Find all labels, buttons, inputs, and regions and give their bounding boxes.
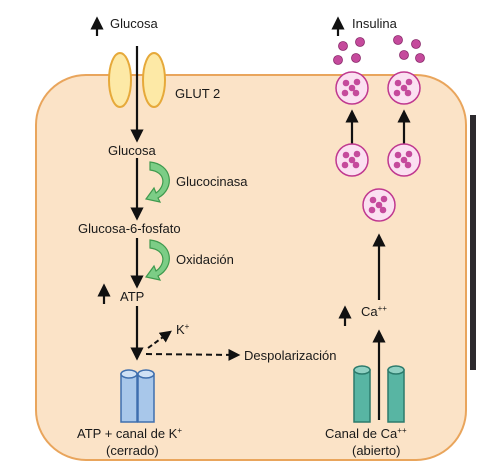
granule-icon	[387, 143, 421, 177]
ca-channel	[353, 365, 405, 423]
glut2-transporter	[108, 52, 166, 108]
depolarization-arrow	[145, 348, 241, 361]
granule-icon	[362, 188, 396, 222]
granule-icon	[387, 71, 421, 105]
granule-icon	[335, 71, 369, 105]
k-ion-label: K+	[176, 322, 190, 337]
g6p-label: Glucosa-6-fosfato	[78, 221, 181, 236]
glut2-label: GLUT 2	[175, 86, 220, 101]
glucose-outside-label: Glucosa	[110, 16, 158, 31]
curved-arrow-icon	[144, 161, 170, 203]
glucokinase-label: Glucocinasa	[176, 174, 248, 189]
katp-channel	[120, 369, 155, 423]
ca-channel-caption: Canal de Ca++	[325, 426, 407, 441]
katp-channel-caption: ATP + canal de K+	[77, 426, 182, 441]
atp-label: ATP	[120, 289, 144, 304]
ca-ion-label: Ca++	[361, 304, 387, 319]
granule-icon	[335, 143, 369, 177]
k-efflux-arrow	[147, 330, 172, 349]
oxidation-label: Oxidación	[176, 252, 234, 267]
released-insulin	[333, 35, 425, 65]
depolarization-label: Despolarización	[244, 348, 337, 363]
cell-edge-shadow	[470, 115, 476, 370]
katp-channel-state: (cerrado)	[106, 443, 159, 458]
glucose-inside-label: Glucosa	[108, 143, 156, 158]
curved-arrow-icon	[144, 239, 170, 281]
ca-channel-state: (abierto)	[352, 443, 400, 458]
insulin-label: Insulina	[352, 16, 398, 31]
